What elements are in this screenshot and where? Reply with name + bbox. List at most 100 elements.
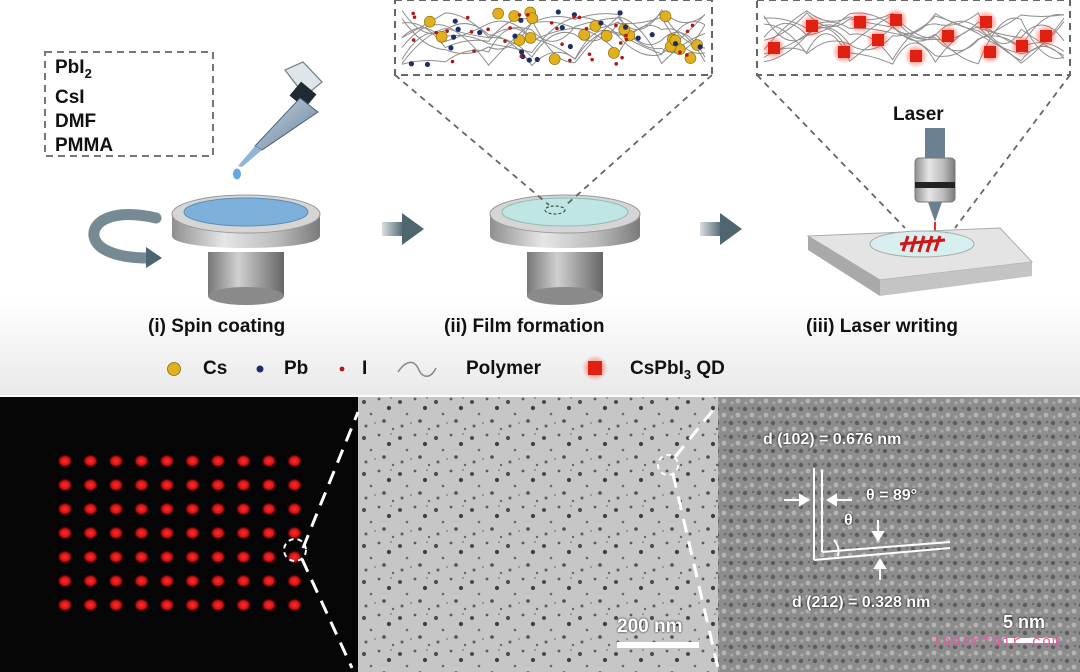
laser-dot: [235, 574, 252, 588]
i-atom: [486, 27, 490, 32]
laser-dot: [133, 502, 150, 516]
laser-dot: [108, 598, 124, 612]
laser-dot: [108, 526, 124, 540]
i-atom: [465, 15, 470, 20]
pb-atom: [567, 43, 573, 50]
i-atom: [469, 30, 474, 34]
legend-pb: Pb: [284, 358, 309, 379]
laser-dot: [133, 550, 150, 564]
laser-dot: [286, 598, 303, 612]
laser-dot: [261, 502, 277, 516]
pb-atom: [477, 29, 483, 36]
laser-dot: [108, 550, 124, 564]
laser-dot: [133, 454, 150, 468]
cs-atom: [526, 12, 539, 25]
laser-dot: [286, 454, 303, 468]
qd-cube: [838, 46, 850, 58]
i-atom: [508, 26, 512, 30]
i-atom: [577, 15, 582, 20]
i-atom: [614, 62, 619, 66]
pb-atom: [519, 49, 525, 55]
legend-i: I: [362, 358, 368, 379]
laser-dot: [235, 526, 252, 540]
dot-array-panel: [0, 397, 358, 672]
laser-dot: [57, 526, 73, 540]
laser-dot: [261, 526, 277, 540]
pb-atom: [534, 56, 540, 63]
i-atom: [620, 55, 624, 60]
laser-dot: [57, 574, 73, 588]
laser-dot: [184, 598, 201, 612]
i-atom: [411, 11, 415, 16]
laser-dot: [57, 502, 73, 516]
polymer-chain: [401, 10, 706, 67]
tem-scale-bar: [617, 642, 699, 648]
i-atom: [678, 50, 682, 55]
laser-dot: [235, 478, 252, 492]
dot-zoom-circle: [283, 538, 307, 562]
theta-label: θ: [844, 512, 853, 529]
pb-atom: [622, 24, 629, 30]
laser-dot: [159, 454, 175, 468]
laser-dot: [286, 478, 303, 492]
pb-atom: [697, 44, 703, 50]
pb-atom: [555, 9, 561, 15]
tem-zoom-circle: [657, 454, 679, 476]
laser-label: Laser: [893, 104, 944, 125]
i-atom: [624, 37, 629, 42]
i-atom: [584, 26, 589, 31]
polymer-precursor-network: [401, 6, 706, 68]
i-atom: [526, 13, 530, 17]
laser-dot: [108, 454, 124, 468]
pb-atom: [649, 32, 655, 38]
qd-cube: [806, 20, 818, 32]
laser-dot: [210, 454, 226, 468]
hrtem-panel: [718, 397, 1080, 672]
legend-cs: Cs: [203, 358, 228, 379]
qd-cube: [890, 14, 902, 26]
laser-dot: [159, 550, 175, 564]
laser-dot: [261, 478, 277, 492]
laser-dot: [286, 574, 303, 588]
cs-atom: [600, 30, 613, 42]
laser-dot: [286, 502, 303, 516]
laser-dot: [57, 550, 73, 564]
laser-dot: [235, 454, 252, 468]
legend-qd: CsPbI3 QD: [630, 358, 725, 382]
hrtem-scale-bar: [1004, 638, 1056, 643]
i-atom: [450, 59, 455, 64]
pb-atom: [672, 40, 679, 47]
laser-stage: [806, 227, 1034, 296]
laser-dot: [286, 550, 303, 564]
laser-dot: [133, 526, 150, 540]
i-atom: [503, 39, 507, 43]
qd-cube: [980, 16, 992, 28]
i-atom: [618, 41, 623, 45]
laser-dot: [261, 598, 277, 612]
pb-atom: [512, 33, 518, 39]
laser-dot: [159, 502, 175, 516]
lattice-diagram: [784, 468, 951, 580]
hrtem-scale-label: 5 nm: [1003, 612, 1046, 632]
laser-head-icon: [914, 128, 956, 232]
laser-dot-array: [57, 454, 303, 612]
i-atom: [572, 15, 576, 19]
qd-cube: [942, 30, 954, 42]
precursor-dmf: DMF: [55, 110, 97, 132]
spin-coater-1: [171, 194, 321, 305]
laser-dot: [235, 502, 252, 516]
precursor-pbi2: PbI2: [55, 57, 92, 81]
laser-dot: [108, 478, 124, 492]
cs-atom: [435, 31, 448, 43]
legend-polymer: Polymer: [466, 358, 541, 379]
d212-label: d (212) = 0.328 nm: [792, 594, 931, 611]
laser-dot: [108, 502, 124, 516]
rotation-arrow-icon: [88, 209, 162, 268]
process-arrow-2: [700, 213, 742, 245]
polymer-chain: [401, 9, 706, 42]
qd-cube: [768, 42, 780, 54]
i-atom: [560, 42, 564, 46]
laser-dot: [57, 454, 73, 468]
i-atom: [614, 23, 618, 28]
pb-atom: [526, 57, 532, 63]
